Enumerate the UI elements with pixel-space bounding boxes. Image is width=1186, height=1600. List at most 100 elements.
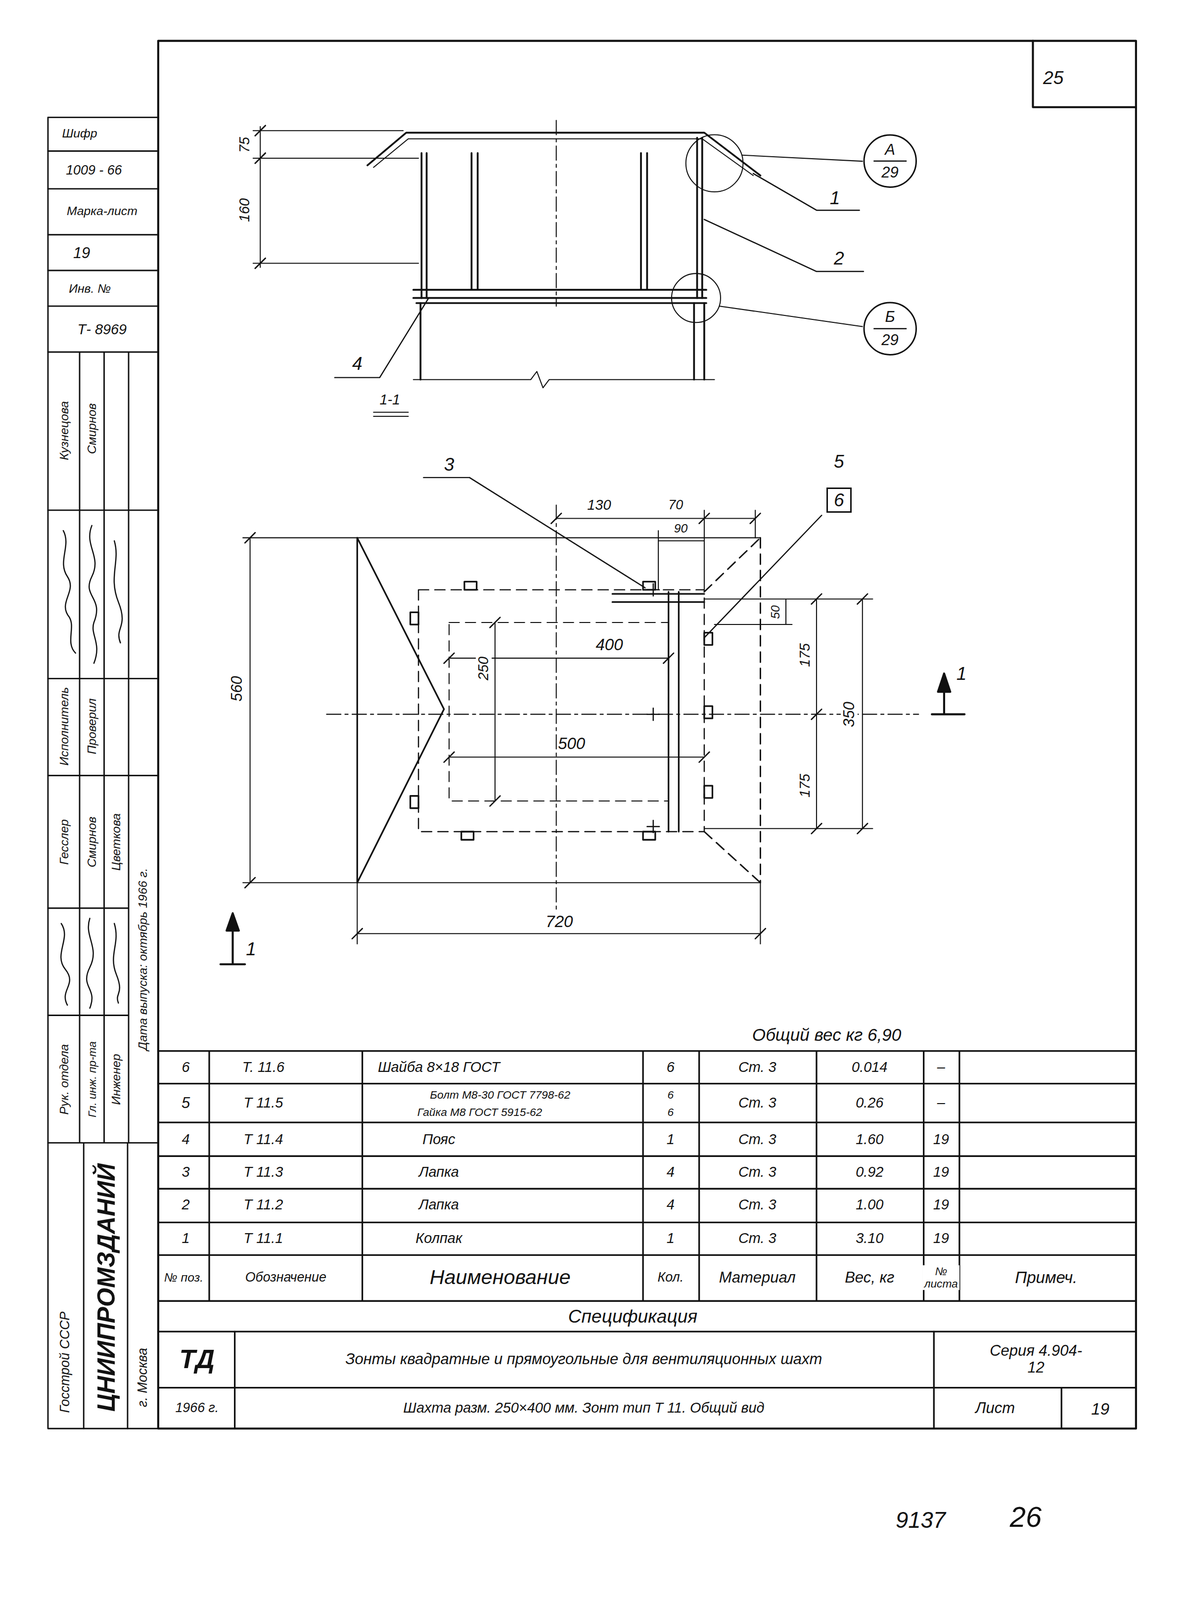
note: 26 bbox=[1008, 1502, 1043, 1534]
dimension: 720 bbox=[544, 912, 574, 931]
stamp-text: Исполнитель bbox=[57, 686, 71, 768]
table-cell: 4 bbox=[665, 1164, 676, 1181]
callout-text: 29 bbox=[881, 164, 899, 182]
table-cell: Т 11.3 bbox=[242, 1164, 285, 1181]
spec-table bbox=[158, 1051, 1137, 1389]
signature bbox=[113, 923, 120, 1004]
stamp-text: Смирнов bbox=[85, 402, 99, 456]
side-stamp bbox=[47, 150, 159, 1429]
callout-circle bbox=[864, 302, 916, 355]
cap-section bbox=[421, 137, 703, 299]
signature bbox=[60, 525, 123, 1009]
frame bbox=[158, 41, 1137, 1430]
table-cell: Болт М8-30 ГОСТ 7798-62 bbox=[428, 1089, 572, 1102]
title-block-text: 1966 г. bbox=[174, 1401, 220, 1416]
table-cell: 1.00 bbox=[854, 1197, 885, 1214]
cap-section bbox=[253, 126, 419, 268]
title-block-text: Серия 4.904-12 bbox=[983, 1342, 1088, 1377]
table-cell: 6 bbox=[666, 1089, 676, 1102]
table-cell: Т 11.1 bbox=[242, 1231, 285, 1247]
stamp-text: г. Москва bbox=[135, 1347, 151, 1409]
table-cell: 19 bbox=[932, 1231, 951, 1247]
cap-section bbox=[471, 153, 647, 291]
signature bbox=[60, 923, 70, 1006]
cap-plan bbox=[464, 581, 477, 591]
title-block-text: ТД bbox=[178, 1344, 217, 1374]
section-mark bbox=[220, 673, 965, 965]
table-cell: Ст. 3 bbox=[737, 1132, 778, 1148]
section-mark: 1 bbox=[955, 663, 968, 685]
section-mark bbox=[220, 685, 965, 965]
frame bbox=[158, 41, 1137, 1430]
table-cell: 6 bbox=[181, 1059, 191, 1076]
cap-plan bbox=[423, 477, 822, 639]
table-cell: – bbox=[936, 1095, 947, 1112]
cap-section bbox=[685, 134, 744, 192]
table-cell: Ст. 3 bbox=[737, 1164, 778, 1181]
note: 9137 bbox=[894, 1508, 947, 1534]
cap-plan bbox=[357, 538, 444, 884]
fraction-line bbox=[873, 327, 907, 330]
table-cell: 4 bbox=[665, 1197, 676, 1214]
cap-plan bbox=[704, 538, 761, 884]
cap-plan bbox=[244, 513, 868, 940]
table-cell: Гайка М8 ГОСТ 5915-62 bbox=[416, 1106, 544, 1119]
callout-text: Б bbox=[884, 308, 895, 326]
table-cell: 3.10 bbox=[854, 1231, 885, 1247]
stamp-text: Т- 8969 bbox=[76, 321, 129, 338]
table-cell: 5 bbox=[180, 1094, 191, 1112]
table-cell: Ст. 3 bbox=[737, 1231, 778, 1247]
dimension: 130 bbox=[586, 497, 612, 514]
table-cell: 6 bbox=[665, 1059, 676, 1076]
dimension: 160 bbox=[236, 197, 253, 224]
signature bbox=[63, 530, 76, 654]
section-mark: 1 bbox=[244, 939, 258, 960]
table-header: № листа bbox=[922, 1265, 960, 1291]
cap-plan bbox=[242, 538, 761, 945]
dimension: 560 bbox=[228, 675, 246, 703]
cap-section bbox=[719, 155, 863, 327]
dimension: 500 bbox=[556, 734, 587, 753]
signature bbox=[86, 918, 93, 1009]
cap-plan bbox=[646, 583, 660, 833]
table-cell: 19 bbox=[932, 1197, 951, 1214]
table-cell: 0.26 bbox=[854, 1095, 885, 1112]
callout-number: 4 bbox=[351, 353, 364, 374]
spec-table bbox=[234, 1331, 1062, 1429]
dimension: 175 bbox=[797, 773, 814, 799]
table-cell: Ст. 3 bbox=[737, 1197, 778, 1214]
table-header: Вес, кг bbox=[843, 1269, 896, 1287]
stamp-text: Инженер bbox=[109, 1053, 124, 1107]
table-cell: 1 bbox=[181, 1231, 191, 1247]
dimension: 350 bbox=[840, 700, 858, 729]
cap-plan bbox=[704, 598, 873, 829]
table-header: Примеч. bbox=[1013, 1269, 1079, 1287]
stamp-text: 19 bbox=[72, 244, 92, 262]
title-block-text: Лист bbox=[974, 1400, 1016, 1417]
stamp-text: Гесслер bbox=[57, 818, 71, 866]
table-cell: 1 bbox=[665, 1132, 676, 1148]
title-block-text: Шахта разм. 250×400 мм. Зонт тип Т 11. О… bbox=[266, 1400, 902, 1417]
cap-plan bbox=[449, 622, 669, 802]
cap-plan bbox=[704, 785, 713, 799]
cap-plan bbox=[410, 612, 419, 625]
cap-section bbox=[555, 120, 557, 307]
signature bbox=[114, 541, 123, 643]
table-cell: Т 11.2 bbox=[242, 1197, 285, 1214]
frame bbox=[1032, 41, 1136, 108]
callout-number: 2 bbox=[832, 248, 846, 269]
spec-table bbox=[158, 1051, 1137, 1430]
table-cell: Ст. 3 bbox=[737, 1095, 778, 1112]
table-cell: 3 bbox=[181, 1164, 191, 1181]
table-cell: Колпак bbox=[414, 1231, 463, 1247]
note: Общий вес кг 6,90 bbox=[751, 1025, 903, 1045]
table-cell: 1.60 bbox=[854, 1132, 885, 1148]
stamp-text: Кузнецова bbox=[57, 400, 71, 462]
side-stamp bbox=[47, 117, 159, 1429]
section-mark bbox=[226, 673, 951, 931]
detail-callout: Б29 bbox=[862, 301, 918, 357]
detail-callout: А29 bbox=[862, 133, 918, 189]
stamp-text: Смирнов bbox=[85, 815, 99, 869]
table-header: Наименование bbox=[428, 1266, 572, 1289]
table-cell: Т 11.5 bbox=[242, 1095, 285, 1112]
